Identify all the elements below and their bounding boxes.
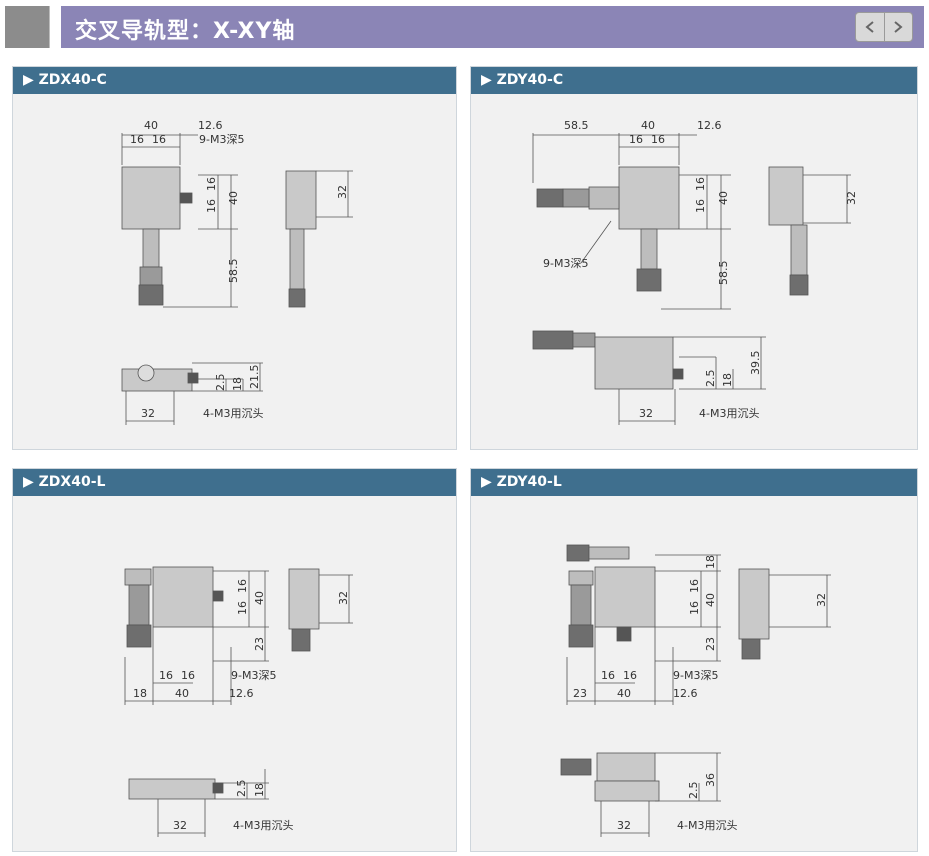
page-title: 交叉导轨型：X-XY轴	[75, 19, 296, 44]
dim-h16a: 16	[205, 177, 218, 191]
countersink-label: 4-M3用沉头	[233, 819, 293, 832]
dim-18: 18	[231, 377, 244, 391]
dim-16b: 16	[181, 669, 195, 682]
dim-36: 36	[704, 773, 717, 787]
dim-12-6: 12.6	[198, 119, 223, 132]
header-bar: 交叉导轨型：X-XY轴	[61, 6, 924, 48]
dim-2-5: 2.5	[235, 780, 248, 798]
tap-label: 9-M3深5	[231, 669, 276, 682]
right-arrow-icon	[894, 21, 903, 33]
dim-40: 40	[175, 687, 189, 700]
dim-40: 40	[144, 119, 158, 132]
dim-h16b: 16	[694, 199, 707, 213]
header-square	[5, 6, 50, 48]
dim-h40: 40	[717, 191, 730, 205]
tap-label: 9-M3深5	[673, 669, 718, 682]
dim-h18-top: 18	[704, 555, 717, 569]
dim-18: 18	[133, 687, 147, 700]
panel-zdy40-c: ▶ ZDY40-C	[470, 66, 918, 450]
prev-page-button[interactable]	[856, 13, 884, 41]
dim-h23: 23	[253, 637, 266, 651]
drawing-zdy40-c: 58.5 40 12.6 16 16 9-M3深5 16 16 40 32 58…	[532, 119, 858, 425]
dim-40: 40	[617, 687, 631, 700]
dim-h23: 23	[704, 637, 717, 651]
dim-12-6: 12.6	[697, 119, 722, 132]
dim-2-5: 2.5	[214, 374, 227, 392]
nav-button-group[interactable]	[855, 12, 913, 42]
dim-h32: 32	[815, 593, 828, 607]
dim-40: 40	[641, 119, 655, 132]
next-page-button[interactable]	[883, 13, 913, 41]
panel-zdx40-c: ▶ ZDX40-C	[12, 66, 457, 450]
tap-label: 9-M3深5	[199, 133, 244, 146]
stage-top	[121, 166, 181, 230]
dim-h40: 40	[253, 591, 266, 605]
dim-h16b: 16	[236, 601, 249, 615]
dim-23: 23	[573, 687, 587, 700]
dim-h32: 32	[845, 191, 858, 205]
countersink-label: 4-M3用沉头	[203, 407, 263, 420]
panel-zdx40-l: ▶ ZDX40-L 16 16 40 23	[12, 468, 457, 852]
dim-h16b: 16	[688, 601, 701, 615]
dim-16b: 16	[651, 133, 665, 146]
dim-2-5: 2.5	[687, 782, 700, 800]
dim-16a: 16	[601, 669, 615, 682]
panel-title: ▶ ZDY40-C	[471, 67, 917, 94]
dim-18: 18	[721, 373, 734, 387]
dim-18v: 18	[253, 783, 266, 797]
countersink-label: 4-M3用沉头	[677, 819, 737, 832]
countersink-label: 4-M3用沉头	[699, 407, 759, 420]
dim-h16a: 16	[694, 177, 707, 191]
dim-h58-5: 58.5	[717, 261, 730, 286]
panel-title: ▶ ZDY40-L	[471, 469, 917, 496]
left-arrow-icon	[865, 21, 874, 33]
dim-12-6: 12.6	[229, 687, 254, 700]
tap-label: 9-M3深5	[543, 257, 588, 270]
dim-h16b: 16	[205, 199, 218, 213]
drawing-zdx40-l: 16 16 40 23 32 16 16 9-M3深5 18 40 12.6 2…	[124, 566, 353, 837]
dim-58-5: 58.5	[564, 119, 589, 132]
dim-b32: 32	[141, 407, 155, 420]
dim-16a: 16	[629, 133, 643, 146]
dim-2-5: 2.5	[704, 370, 717, 388]
dim-h58-5: 58.5	[227, 259, 240, 284]
dim-b32: 32	[639, 407, 653, 420]
dim-h32: 32	[336, 185, 349, 199]
dim-h40: 40	[227, 191, 240, 205]
dim-16b: 16	[152, 133, 166, 146]
dim-h16a: 16	[688, 579, 701, 593]
dim-21-5: 21.5	[248, 365, 261, 390]
dim-16b: 16	[623, 669, 637, 682]
dim-12-6: 12.6	[673, 687, 698, 700]
dim-16a: 16	[159, 669, 173, 682]
dim-h16a: 16	[236, 579, 249, 593]
drawing-zdx40-c: 40 12.6 16 16 9-M3深5 16 16 40 32 58.5 2.…	[121, 119, 353, 425]
panel-title: ▶ ZDX40-C	[13, 67, 456, 94]
drawing-zdy40-l: 18 16 16 40 23 32 16 16 9-M3深5 23 40 12.…	[560, 544, 831, 837]
dim-16a: 16	[130, 133, 144, 146]
dim-b32: 32	[173, 819, 187, 832]
dim-39-5: 39.5	[749, 351, 762, 376]
dim-b32: 32	[617, 819, 631, 832]
dim-h40: 40	[704, 593, 717, 607]
dim-h32: 32	[337, 591, 350, 605]
panel-zdy40-l: ▶ ZDY40-L 18	[470, 468, 918, 852]
panel-title: ▶ ZDX40-L	[13, 469, 456, 496]
